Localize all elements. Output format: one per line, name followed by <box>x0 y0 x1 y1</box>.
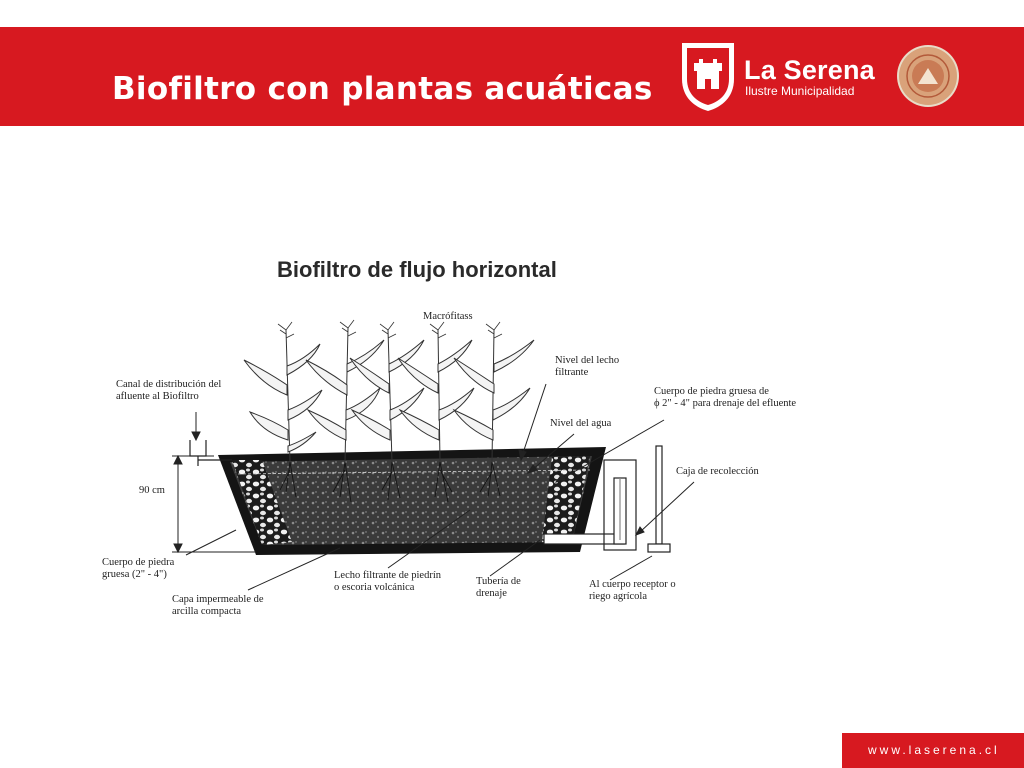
label-canal: Canal de distribución del afluente al Bi… <box>116 379 222 402</box>
plant-roots <box>279 461 501 503</box>
logo-name: La Serena <box>744 55 875 85</box>
diagram-title: Biofiltro de flujo horizontal <box>277 257 557 282</box>
drainage-system <box>543 445 671 553</box>
label-lecho: Lecho filtrante de piedrín o escoria vol… <box>334 570 441 593</box>
label-cuerpo-receptor: Al cuerpo receptor o riego agrícola <box>589 579 676 602</box>
leader-lines <box>185 383 695 591</box>
label-altura: 90 cm <box>139 485 165 496</box>
plant-seed-heads <box>277 319 503 339</box>
la-serena-shield-logo <box>682 43 734 111</box>
label-nivel-agua: Nivel del agua <box>550 418 612 429</box>
macrophyte-plants <box>243 327 535 463</box>
outlet-stone-zone <box>542 456 590 542</box>
label-caja: Caja de recolección <box>676 466 759 477</box>
label-macrofitas: Macrófitass <box>423 311 473 322</box>
label-nivel-lecho: Nivel del lecho filtrante <box>555 355 620 378</box>
header-bar <box>0 27 1024 126</box>
label-capa: Capa impermeable de arcilla compacta <box>172 594 264 617</box>
footer-url[interactable]: www.laserena.cl <box>868 743 1000 757</box>
label-tuberia: Tubería de drenaje <box>476 576 521 599</box>
filter-bed <box>230 456 592 545</box>
label-cuerpo-drenaje: Cuerpo de piedra gruesa de ϕ 2" - 4" par… <box>654 386 797 409</box>
logo-subtitle: Ilustre Municipalidad <box>745 84 855 98</box>
depth-dimension <box>172 454 256 554</box>
anniversary-seal-logo <box>897 45 959 107</box>
top-white-strip <box>0 0 1024 27</box>
slide-title: Biofiltro con plantas acuáticas <box>112 71 653 107</box>
water-level-line <box>237 469 591 475</box>
inlet-stone-zone <box>232 460 292 545</box>
label-cuerpo-piedra: Cuerpo de piedra gruesa (2" - 4") <box>102 557 175 580</box>
footer-bar <box>842 733 1024 768</box>
